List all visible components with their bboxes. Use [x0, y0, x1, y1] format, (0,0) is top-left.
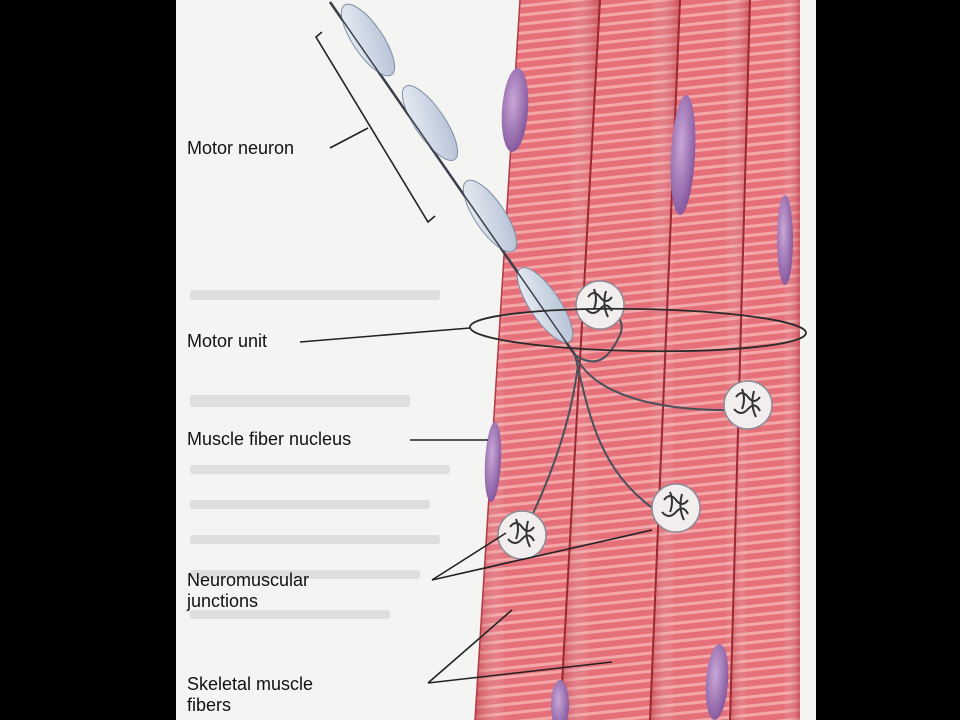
junction-leader-2 — [431, 529, 653, 581]
motor-unit-outline — [469, 307, 807, 353]
muscle-fiber-nucleus — [551, 680, 569, 720]
motor-neuron-leader — [329, 127, 369, 149]
muscle-fiber-nucleus — [484, 422, 502, 502]
muscle-fiber-nucleus — [501, 68, 529, 152]
muscle-fiber-nucleus — [670, 95, 696, 215]
muscle-fiber-nucleus — [777, 195, 793, 285]
motor-neuron — [328, 1, 741, 531]
muscle-fiber-nuclei — [484, 68, 793, 720]
junction-leader-1 — [431, 532, 507, 581]
label-motor-neuron: Motor neuron — [187, 138, 295, 158]
neuromuscular-junction — [575, 280, 625, 330]
label-skeletal-muscle-fibers: Skeletal muscle fibers — [187, 674, 314, 715]
neuromuscular-junction — [651, 483, 701, 533]
fiber-leader-2 — [427, 661, 613, 684]
neuromuscular-junctions — [497, 280, 773, 560]
label-motor-unit: Motor unit — [187, 331, 268, 351]
label-neuromuscular-junctions: Neuromuscular junctions — [187, 570, 310, 611]
neuromuscular-junction — [497, 510, 547, 560]
fiber-leader-1 — [427, 609, 513, 684]
motor-unit-leader — [299, 327, 471, 343]
muscle-fiber-nucleus — [705, 644, 729, 720]
label-muscle-fiber-nucleus: Muscle fiber nucleus — [187, 429, 352, 449]
faint-page-text — [190, 290, 450, 619]
motor-neuron-bracket — [314, 31, 436, 224]
leader-lines — [299, 31, 653, 684]
neuromuscular-junction — [723, 380, 773, 430]
